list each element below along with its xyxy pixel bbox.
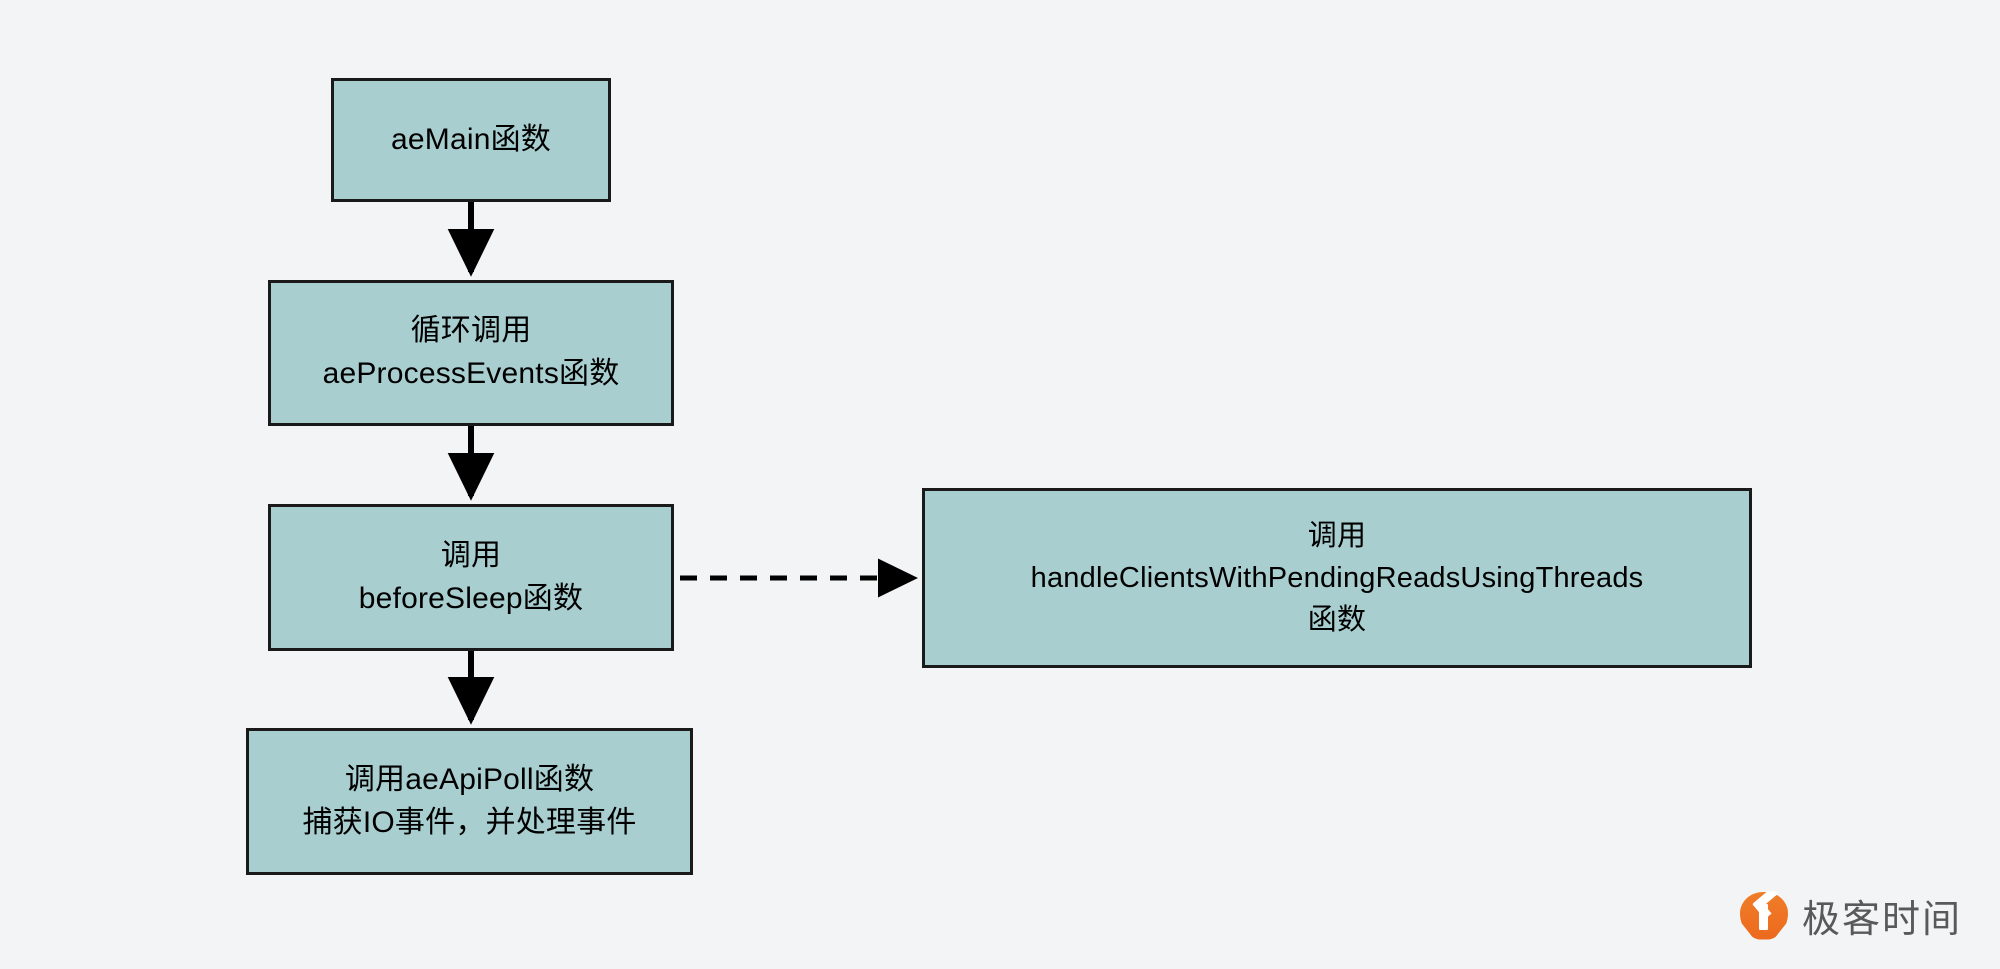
node-aemain[interactable]: aeMain函数 xyxy=(331,78,611,202)
node-aemain-line-1: aeMain函数 xyxy=(391,122,551,156)
node-handleclientswithpendingreadsusingthreads[interactable]: 调用 handleClientsWithPendingReadsUsingThr… xyxy=(922,488,1752,668)
node-aeapipoll-line-1: 调用aeApiPoll函数 xyxy=(344,762,595,796)
node-loop-line-2: aeProcessEvents函数 xyxy=(322,357,620,390)
node-loop-aeprocessevents[interactable]: 循环调用 aeProcessEvents函数 xyxy=(268,280,674,426)
node-beforesleep-line-2: beforeSleep函数 xyxy=(358,581,584,615)
node-loop-line-1: 循环调用 xyxy=(410,314,532,348)
brand-name: 极客时间 xyxy=(1802,899,1963,941)
node-handle-line-2: handleClientsWithPendingReadsUsingThread… xyxy=(1030,561,1644,594)
node-beforesleep-line-1: 调用 xyxy=(440,538,502,572)
location-pin-icon xyxy=(1740,891,1788,940)
node-aeapipoll[interactable]: 调用aeApiPoll函数 捕获IO事件，并处理事件 xyxy=(246,728,693,875)
node-beforesleep[interactable]: 调用 beforeSleep函数 xyxy=(268,504,674,651)
brand-watermark: 极客时间 xyxy=(1740,888,1962,943)
node-handle-line-3: 函数 xyxy=(1307,604,1367,637)
node-handle-line-1: 调用 xyxy=(1307,519,1367,552)
node-aeapipoll-line-2: 捕获IO事件，并处理事件 xyxy=(302,805,637,839)
